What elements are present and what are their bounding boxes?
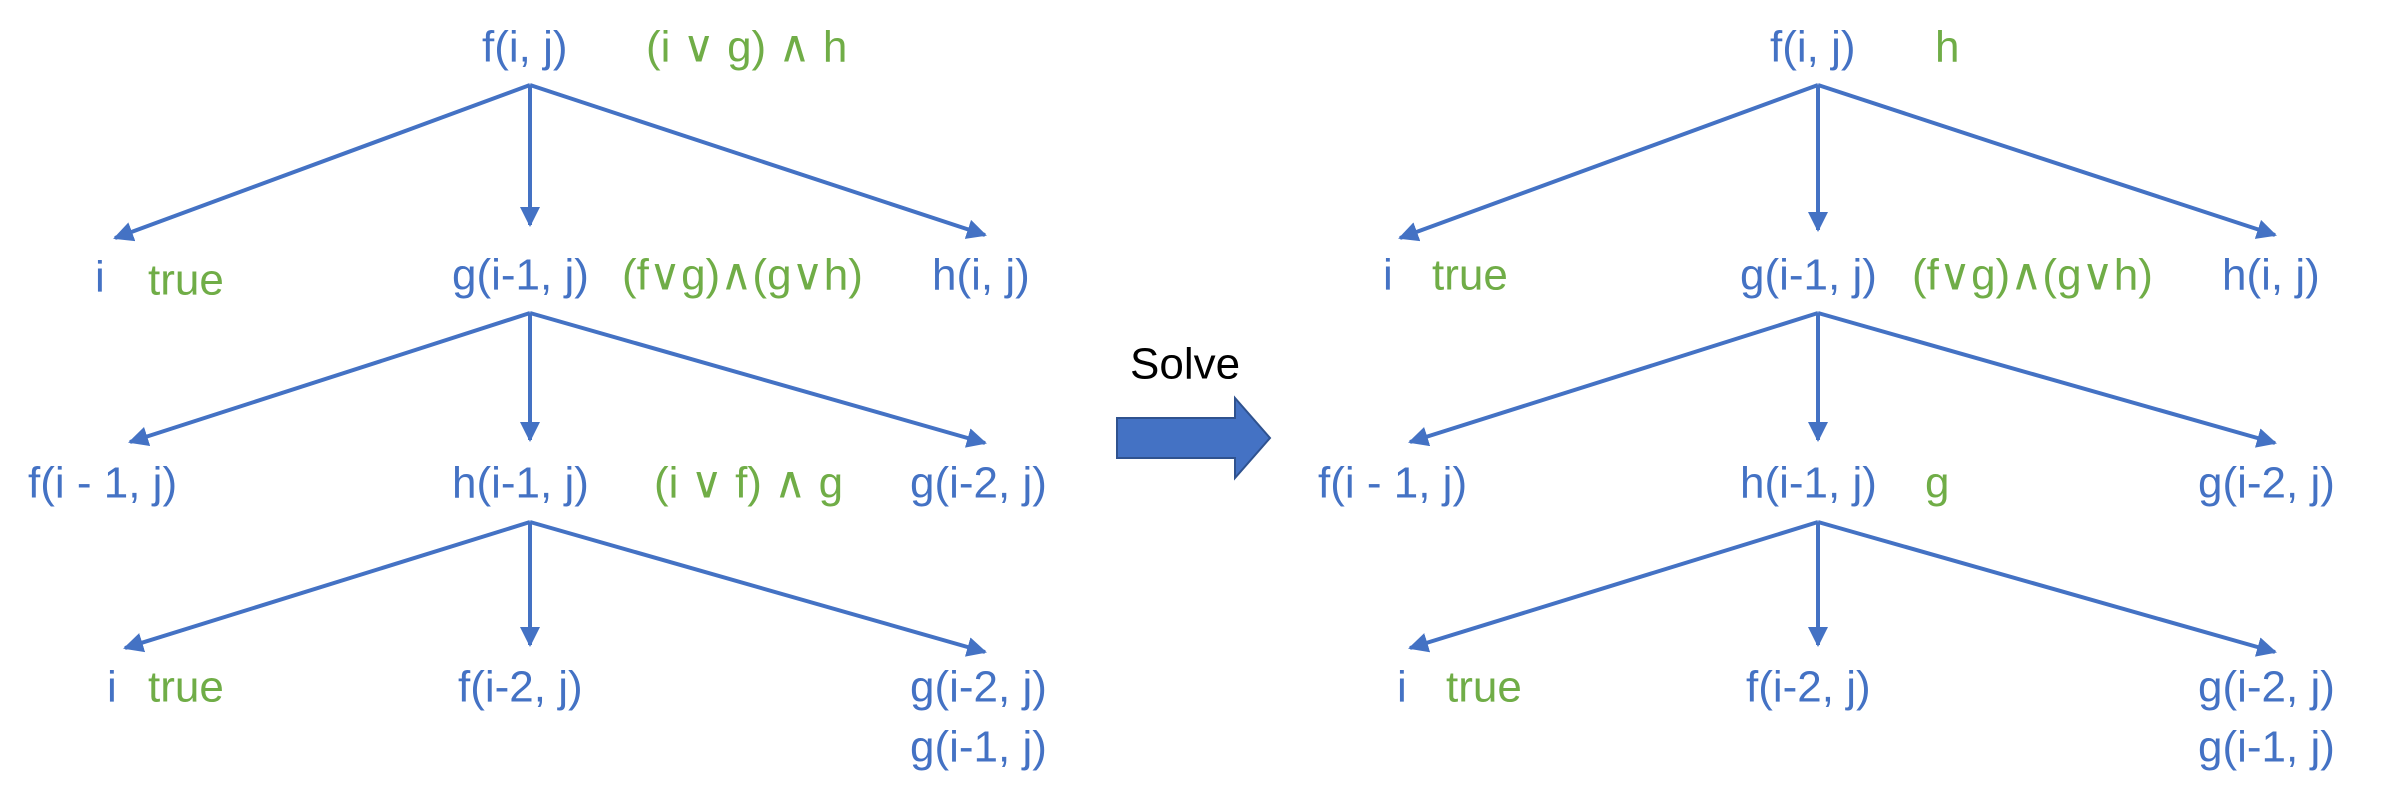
left-l1-mid-condition: (f∨g)∧(g∨h) (622, 251, 863, 300)
right-l3-left-node: i (1397, 663, 1407, 712)
left-l1-left-condition: true (148, 256, 224, 305)
right-l2-right-node: g(i-2, j) (2198, 459, 2335, 508)
left-l1-left-node: i (95, 253, 105, 302)
right-l2-mid-condition: g (1925, 459, 1949, 508)
right-root-condition: h (1935, 23, 1959, 72)
left-l3-left-node: i (107, 663, 117, 712)
solve-arrow-icon (1116, 395, 1272, 481)
right-root-node: f(i, j) (1770, 23, 1856, 72)
right-l3-right-node-line2: g(i-1, j) (2198, 723, 2335, 772)
left-l1-right-node: h(i, j) (932, 251, 1030, 300)
left-l3-right-node-line1: g(i-2, j) (910, 663, 1047, 712)
left-l3-right-node-line2: g(i-1, j) (910, 723, 1047, 772)
right-l2-mid-node: h(i-1, j) (1740, 459, 1877, 508)
left-l3-left-condition: true (148, 663, 224, 712)
right-edge-root-to-h (1817, 83, 2277, 239)
left-edge-h-to-g (529, 520, 987, 657)
right-l1-right-node: h(i, j) (2222, 251, 2320, 300)
left-l2-mid-node: h(i-1, j) (452, 459, 589, 508)
right-l2-left-node: f(i - 1, j) (1318, 459, 1467, 508)
right-edge-root-to-i (1398, 83, 1819, 242)
right-edge-h-to-g (1817, 520, 2277, 657)
right-l1-mid-node: g(i-1, j) (1740, 251, 1877, 300)
left-edge-g-to-g (529, 311, 987, 448)
solve-transition: Solve (1116, 340, 1272, 481)
left-root-condition: (i ∨ g) ∧ h (646, 23, 847, 72)
left-edge-h-to-i (123, 520, 531, 653)
right-l1-mid-condition: (f∨g)∧(g∨h) (1912, 251, 2153, 300)
left-l2-mid-condition: (i ∨ f) ∧ g (654, 459, 843, 508)
left-l2-left-node: f(i - 1, j) (28, 459, 177, 508)
left-edge-root-to-h (529, 83, 987, 239)
left-l3-mid-node: f(i-2, j) (458, 663, 583, 712)
right-l3-left-condition: true (1446, 663, 1522, 712)
solve-label: Solve (1130, 340, 1240, 389)
right-edge-g-to-f (1408, 311, 1819, 447)
right-l1-left-condition: true (1432, 251, 1508, 300)
left-tree: f(i, j) (i ∨ g) ∧ h i true g(i-1, j) (f∨… (28, 23, 1047, 772)
left-l1-mid-node: g(i-1, j) (452, 251, 589, 300)
right-l1-left-node: i (1383, 251, 1393, 300)
right-l3-mid-node: f(i-2, j) (1746, 663, 1871, 712)
right-edge-h-to-i (1408, 520, 1819, 653)
left-root-node: f(i, j) (482, 23, 568, 72)
right-tree: f(i, j) h i true g(i-1, j) (f∨g)∧(g∨h) h… (1318, 23, 2335, 772)
left-edge-g-to-f (128, 311, 531, 446)
left-edge-root-to-i (113, 83, 531, 242)
left-l2-right-node: g(i-2, j) (910, 459, 1047, 508)
right-edge-g-to-g (1817, 311, 2277, 448)
right-l3-right-node-line1: g(i-2, j) (2198, 663, 2335, 712)
